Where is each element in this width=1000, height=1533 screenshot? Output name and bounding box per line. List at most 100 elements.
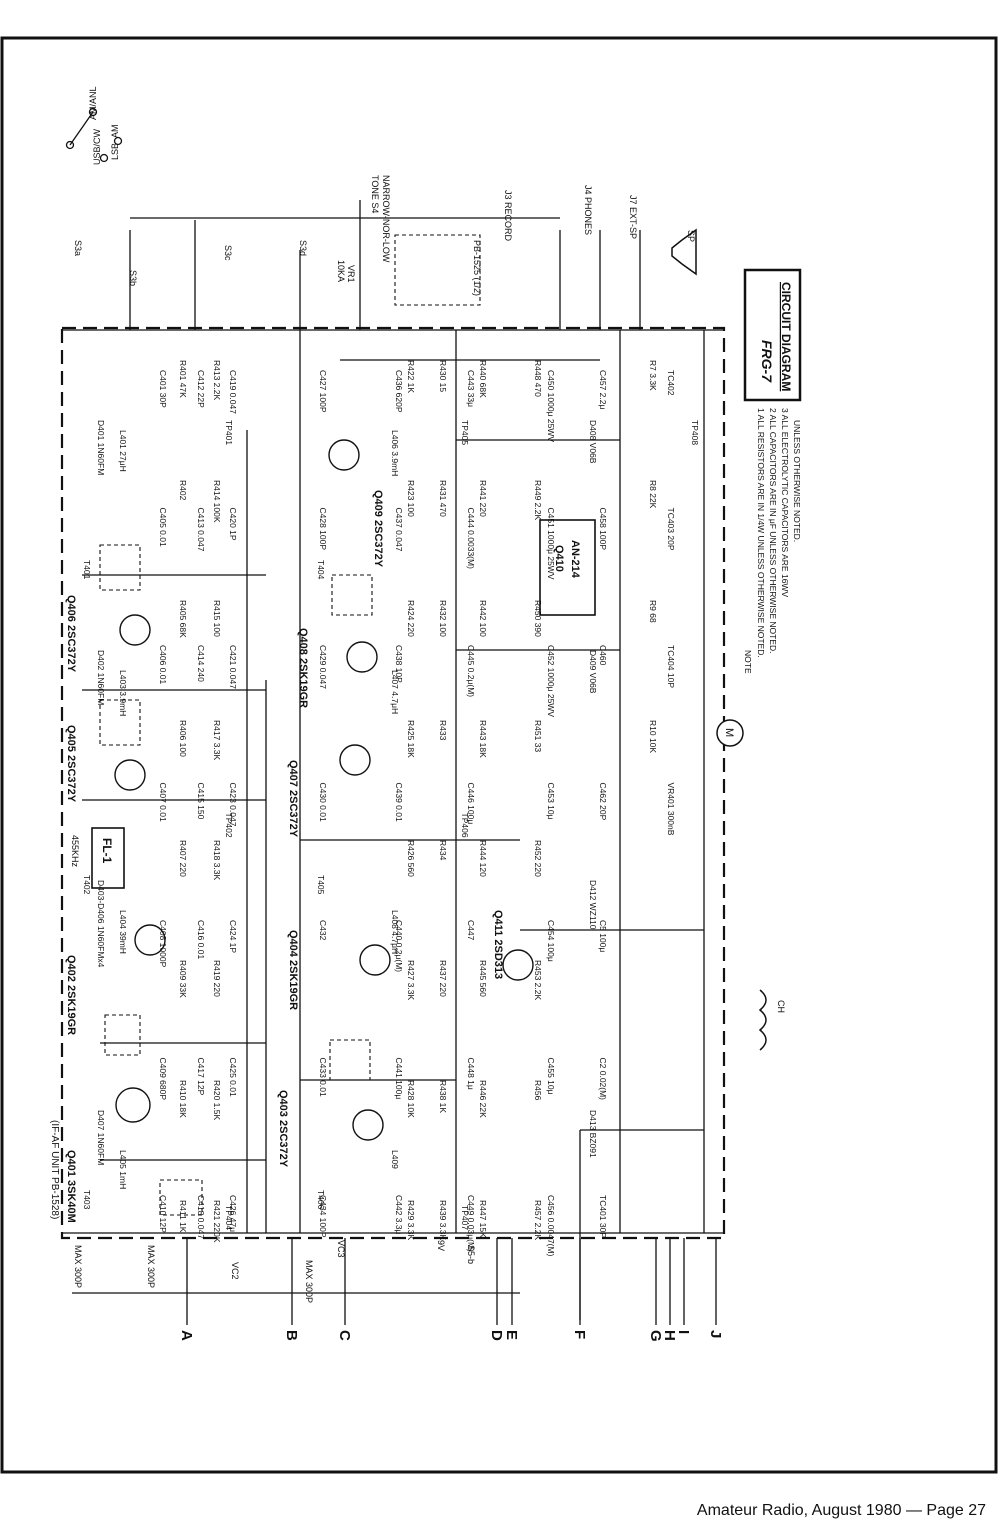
capacitor-label: TC402: [666, 370, 676, 396]
transistor-labels: Q401 3SK40M Q402 2SK19GR Q403 2SC372Y Q4…: [65, 490, 581, 1223]
capacitor-label: TC404 10P: [666, 645, 676, 688]
q402-symbol: [134, 924, 166, 956]
resistor-label: R449 2.2K: [533, 480, 543, 520]
terminal-g: G: [647, 1330, 664, 1342]
jack-j4: J4 PHONES: [583, 185, 593, 235]
inductor-label: L403 3.9mH: [118, 670, 128, 716]
capacitor-label: C410 12P: [158, 1195, 168, 1233]
capacitor-label: C458 100P: [598, 508, 608, 551]
capacitor-label: C406 0.01: [158, 645, 168, 684]
resistor-label: R407 220: [178, 840, 188, 877]
diode-label: D412 WZ110: [588, 880, 598, 930]
inductor-label: L404 39mH: [118, 910, 128, 954]
terminal-b: B: [283, 1330, 300, 1341]
board-label: PB-1525 (1/2): [472, 240, 482, 296]
capacitor-label: C450 1000μ 25WV: [546, 370, 556, 442]
resistor-label: R428 10K: [406, 1080, 416, 1118]
capacitor-label: C448 1μ: [466, 1058, 476, 1090]
title-caption: CIRCUIT DIAGRAM: [779, 282, 793, 391]
capacitor-label: C426 47μ: [228, 1195, 238, 1232]
q402-label: Q402 2SK19GR: [65, 955, 77, 1035]
transformer-label: T405: [316, 875, 326, 895]
resistor-label: R442 100: [478, 600, 488, 637]
transformer-label: T402: [82, 875, 92, 895]
note-line-2: 2 ALL CAPACITORS ARE IN μF UNLESS OTHERW…: [768, 408, 778, 653]
unit-label: (IF-AF UNIT PB-1528): [49, 1120, 60, 1219]
terminal-wires: [186, 1238, 717, 1325]
capacitor-label: TC401 30P: [598, 1195, 608, 1238]
capacitor-label: C421 0.047: [228, 645, 238, 689]
resistor-label: R419 220: [212, 960, 222, 997]
resistor-label: R413 2.2K: [212, 360, 222, 400]
capacitor-label: C2 0.02(M): [598, 1058, 608, 1101]
q405-symbol: [114, 759, 146, 791]
s5b-label: S5-b: [466, 1245, 476, 1264]
resistor-label: R405 68K: [178, 600, 188, 638]
capacitor-label: C423 0.047: [228, 783, 238, 827]
capacitor-label: VR401 300nB: [666, 783, 676, 836]
capacitor-label: C433 0.01: [318, 1058, 328, 1097]
capacitor-label: C449 0.03μ(M): [466, 1195, 476, 1252]
diode-label: D413 BZ091: [588, 1110, 598, 1158]
q411-symbol: [502, 949, 534, 981]
jack-j3: J3 RECORD: [503, 190, 513, 242]
resistor-label: R418 3.3K: [212, 840, 222, 880]
capacitor-label: C416 0.01: [196, 920, 206, 959]
q404-label: Q404 2SK19GR: [287, 930, 299, 1010]
q407-label: Q407 2SC372Y: [287, 760, 299, 838]
page-footer: Amateur Radio, August 1980 — Page 27: [696, 1502, 986, 1519]
note-line-1: 1 ALL RESISTORS ARE IN 1/4W UNLESS OTHER…: [756, 408, 766, 658]
resistor-label: R420 1.5K: [212, 1080, 222, 1120]
capacitor-label: C414 240: [196, 645, 206, 682]
resistor-label: R438 1K: [438, 1080, 448, 1113]
diode-label: D409 V06B: [588, 650, 598, 694]
notes: NOTE 1 ALL RESISTORS ARE IN 1/4W UNLESS …: [743, 408, 802, 674]
q405-label: Q405 2SC372Y: [65, 725, 77, 803]
q411-label: Q411 2SD313: [492, 910, 504, 979]
resistor-label: R453 2.2K: [533, 960, 543, 1000]
diode-label: D408 V06B: [588, 420, 598, 464]
resistor-label: R424 220: [406, 600, 416, 637]
resistor-label: R445 560: [478, 960, 488, 997]
misc-labels: USB/CW LSB AM AM/ANL TONE S4 NARROW-NOR-…: [73, 86, 786, 1303]
terminal-d: D: [488, 1330, 505, 1341]
capacitor-label: C457 2.2μ: [598, 370, 608, 409]
switch-s3b: S3b: [128, 270, 138, 286]
transformer-label: T401: [82, 560, 92, 580]
an214-ic-body: [539, 519, 596, 616]
resistor-label: R440 68K: [478, 360, 488, 398]
tone-label: TONE S4: [370, 175, 380, 213]
resistor-label: R439 3.3K: [438, 1200, 448, 1240]
terminal-e: E: [503, 1330, 520, 1340]
tp-label: TP405: [460, 420, 470, 445]
vc2-label: VC2: [230, 1262, 240, 1280]
tp-label: TP401: [224, 420, 234, 445]
capacitor-label: C460: [598, 645, 608, 666]
transformer-label: T406: [316, 1190, 326, 1210]
resistor-label: R452 220: [533, 840, 543, 877]
resistor-label: R422 1K: [406, 360, 416, 393]
note-line-3: 3 ALL ELECTROLYTIC CAPACITORS ARE 16WV: [780, 408, 790, 597]
transformer-label: T404: [316, 560, 326, 580]
resistor-label: R417 3.3K: [212, 720, 222, 760]
resistor-label: R431 470: [438, 480, 448, 517]
terminal-j: J: [707, 1330, 724, 1338]
max300-label-2: MAX 300P: [146, 1245, 156, 1288]
page-frame: [0, 36, 998, 1474]
resistor-label: R448 470: [533, 360, 543, 397]
inductor-label: L409: [390, 1150, 400, 1169]
speaker-label: SP: [686, 230, 696, 242]
diode-label: D407 1N60FM: [96, 1110, 106, 1165]
switch-s3c: S3c: [223, 245, 233, 261]
capacitor-label: C447: [466, 920, 476, 941]
inductor-label: L407 4.7μH: [390, 670, 400, 714]
resistor-label: R425 18K: [406, 720, 416, 758]
capacitor-label: C440 0.2μ(M): [394, 920, 404, 972]
resistor-label: R447 15K: [478, 1200, 488, 1238]
q409-label: Q409 2SC372Y: [372, 490, 384, 568]
capacitor-label: C420 1P: [228, 508, 238, 541]
resistor-label: R423 100: [406, 480, 416, 517]
capacitor-label: C415 150: [196, 783, 206, 820]
q407-symbol: [339, 744, 371, 776]
